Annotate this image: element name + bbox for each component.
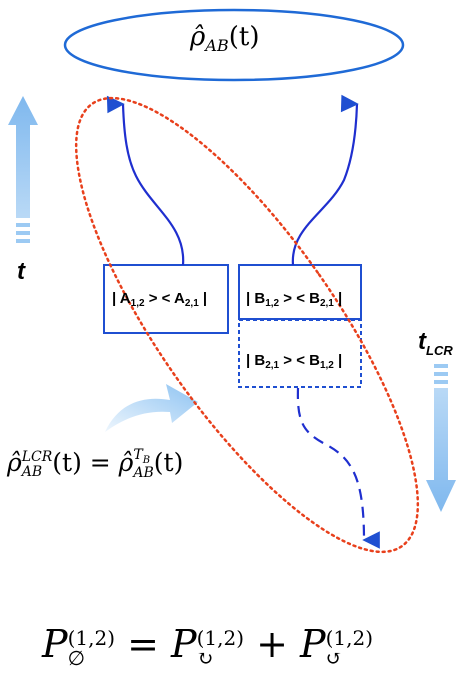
box-b-top-text: | B1,2 > < B2,1 | <box>246 290 343 309</box>
time-label-text: t <box>17 258 25 285</box>
box-b-bottom-text: | B2,1 > < B1,2 | <box>246 352 343 371</box>
pointer-curved-arrow <box>105 384 198 432</box>
red-dotted-ellipse <box>74 96 420 554</box>
probability-equation: P(1,2)∅ = P(1,2)↻ + P(1,2)↺ <box>42 622 373 670</box>
lcr-time-label: tLCR <box>418 328 453 358</box>
rho-subscript: AB <box>205 36 229 56</box>
lcr-time-down-arrow <box>426 364 456 512</box>
lcr-time-label-sub: LCR <box>426 342 453 358</box>
rho-argument: (t) <box>228 22 260 52</box>
arrow-a-to-ellipse <box>106 95 185 266</box>
dashed-arrow-lcr <box>296 387 380 549</box>
time-label: t <box>17 258 25 286</box>
arrow-b-to-ellipse <box>291 94 359 266</box>
box-a-text: | A1,2 > < A2,1 | <box>112 290 208 309</box>
box-a <box>103 264 229 334</box>
ellipse-label: ρ̂AB(t) <box>190 22 260 55</box>
box-b-bottom <box>238 319 362 388</box>
rho-symbol: ρ̂ <box>190 22 206 52</box>
time-up-arrow <box>8 96 38 243</box>
density-matrix-ellipse <box>63 8 405 82</box>
lcr-time-label-t: t <box>418 328 426 355</box>
